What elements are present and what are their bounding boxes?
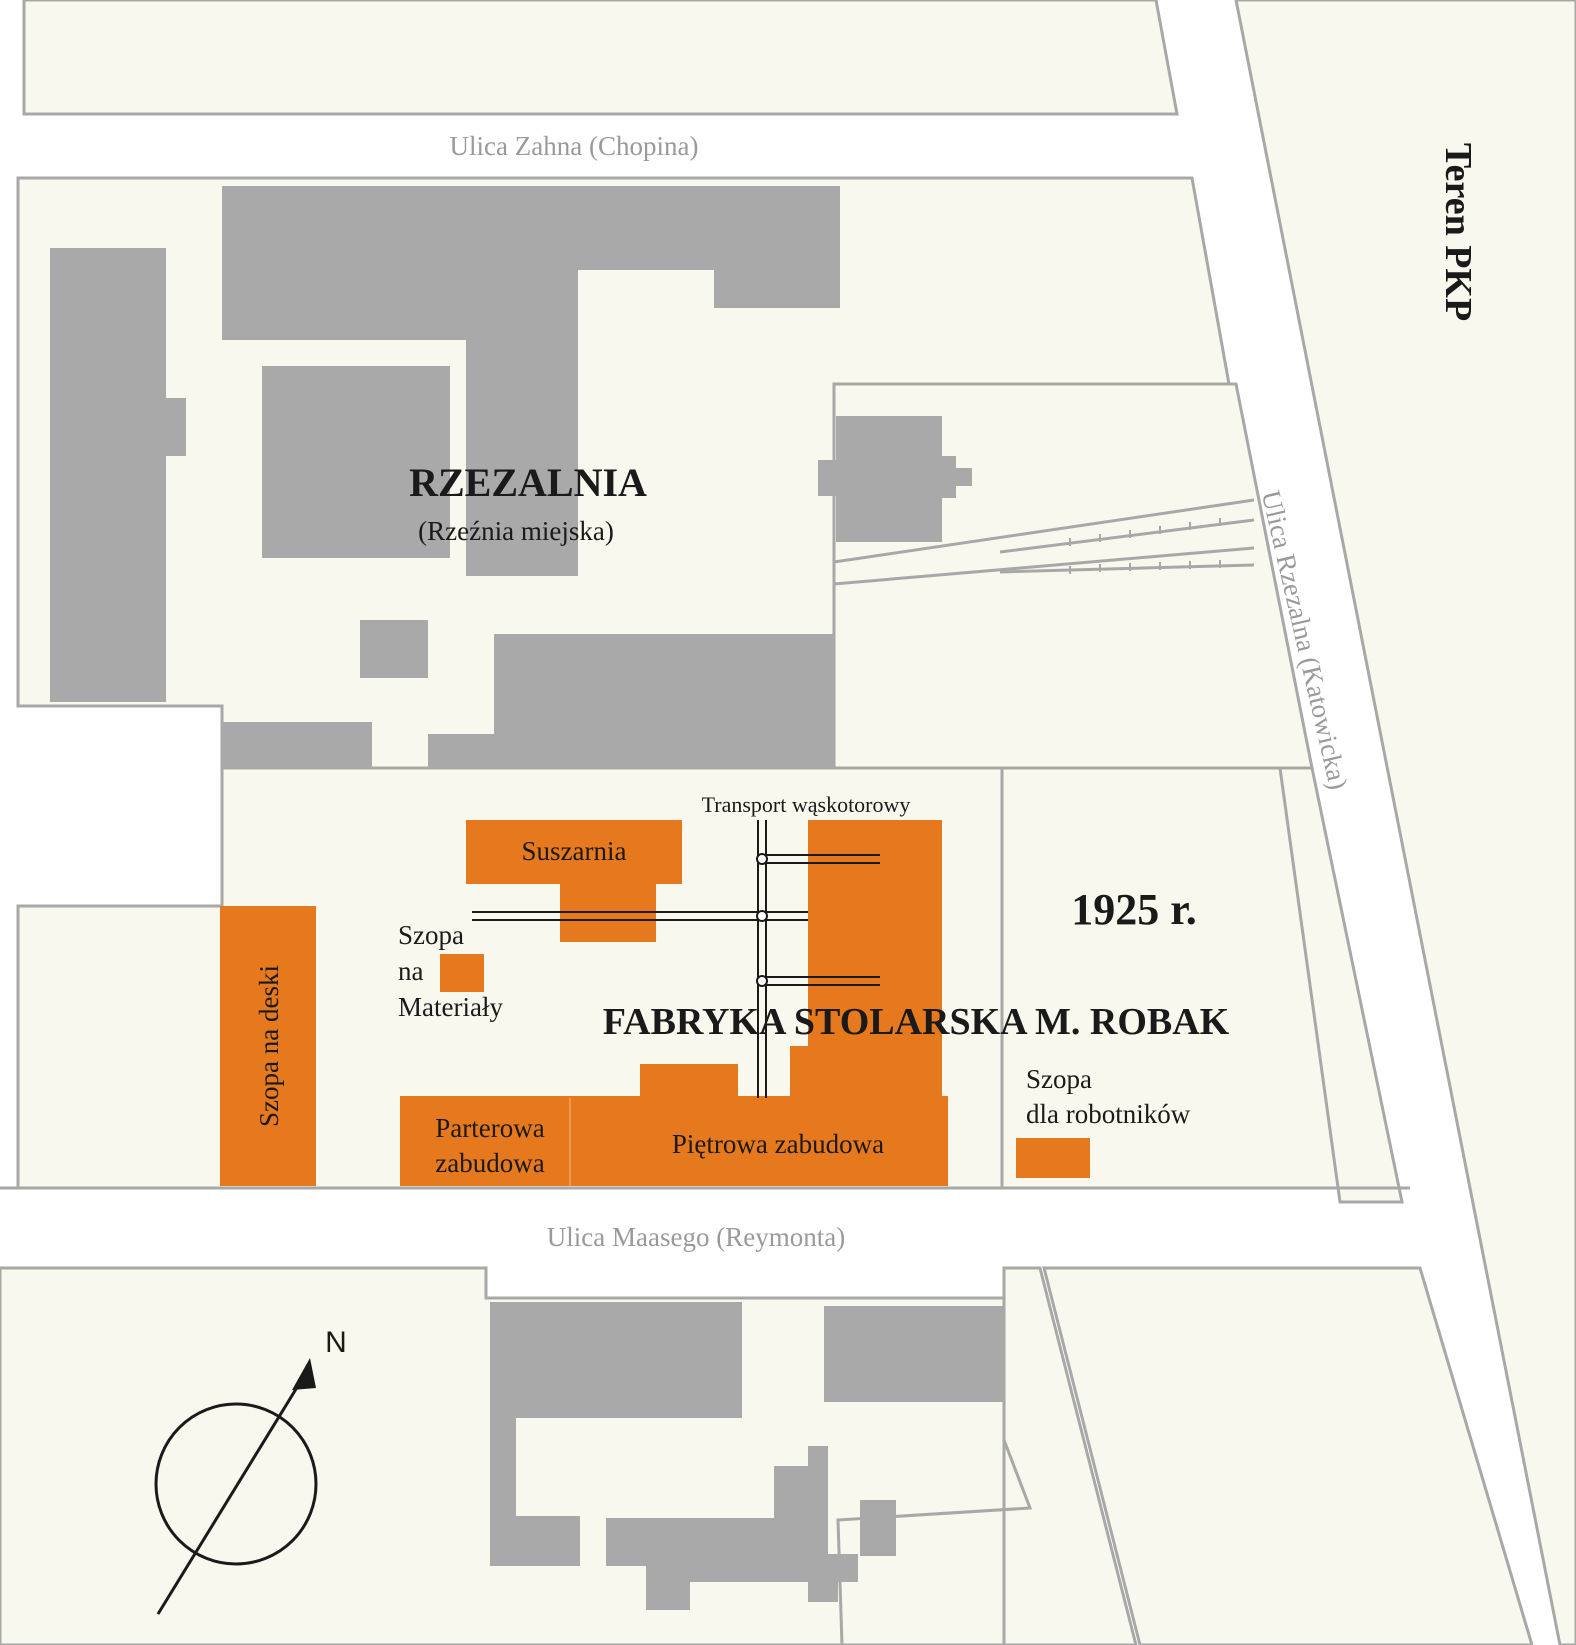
building-south-3: [606, 1446, 858, 1610]
block-south-east: [1042, 1266, 1534, 1645]
building-east-annex: [818, 416, 972, 542]
turntable: [756, 853, 768, 865]
block-north-strip: [22, 0, 1179, 116]
label-parterowa-1: Parterowa: [435, 1113, 544, 1143]
building-south-hall: [428, 634, 834, 768]
building-south-1: [490, 1302, 742, 1566]
rail-ties: [1069, 518, 1221, 574]
narrow-gauge-rails: [472, 820, 880, 1098]
factory-title: FABRYKA STOLARSKA M. ROBAK: [603, 1001, 1230, 1043]
turntable: [756, 910, 768, 922]
label-szopa-deski: Szopa na deski: [254, 965, 284, 1127]
rail-spur-line-1: [833, 498, 1255, 564]
label-narrow-gauge: Transport wąskotorowy: [702, 792, 911, 817]
building-szopa-robotnikow: [1016, 1138, 1090, 1178]
label-year: 1925 r.: [1071, 885, 1197, 934]
block-sliver: [1278, 766, 1404, 1204]
label-szopa-materialy-1: Szopa: [398, 920, 464, 950]
rail-spur: [833, 498, 1255, 586]
building-south-4: [860, 1500, 896, 1556]
label-pietrowa: Piętrowa zabudowa: [672, 1129, 884, 1159]
block-south-middle: [1002, 1266, 1138, 1645]
street-label-maasego: Ulica Maasego (Reymonta): [547, 1222, 845, 1252]
building-south-west: [222, 722, 372, 768]
turntable: [756, 975, 768, 987]
slaughterhouse-buildings: [50, 186, 972, 768]
building-rzezalnia-hall: [262, 366, 450, 558]
label-parterowa-2: zabudowa: [435, 1148, 544, 1178]
compass-circle: [154, 1402, 318, 1566]
building-szopa-deski: [220, 906, 316, 1186]
building-szopa-materialy: [440, 954, 484, 992]
block-railway: [1234, 0, 1576, 1645]
compass-arrowhead: [292, 1358, 316, 1390]
rail-spur-line-2: [833, 546, 1255, 586]
south-buildings: [490, 1302, 1004, 1610]
rail-spur-line-3: [999, 518, 1255, 554]
label-szopa-materialy-3: Materiały: [398, 992, 503, 1022]
building-pietrowa: [400, 820, 948, 1186]
slaughterhouse-title: RZEZALNIA: [409, 460, 647, 505]
compass-needle: [156, 1375, 306, 1615]
label-szopa-robotnikow-1: Szopa: [1026, 1064, 1092, 1094]
building-west: [50, 248, 186, 702]
building-rzezalnia-main: [222, 186, 840, 576]
rail-spur-line-4: [999, 563, 1255, 574]
label-szopa-materialy-2: na: [398, 956, 424, 986]
building-small: [360, 620, 428, 678]
label-szopa-robotnikow-2: dla robotników: [1026, 1099, 1191, 1129]
compass-north-label: N: [325, 1326, 347, 1359]
label-suszarnia: Suszarnia: [522, 836, 627, 866]
slaughterhouse-subtitle: (Rzeźnia miejska): [418, 516, 614, 546]
railway-label: Teren PKP: [1437, 143, 1479, 321]
street-label-zahna: Ulica Zahna (Chopina): [450, 131, 699, 161]
rail-turntables: [756, 853, 768, 987]
compass-rose-icon: [154, 1358, 318, 1615]
building-south-2: [824, 1306, 1004, 1402]
